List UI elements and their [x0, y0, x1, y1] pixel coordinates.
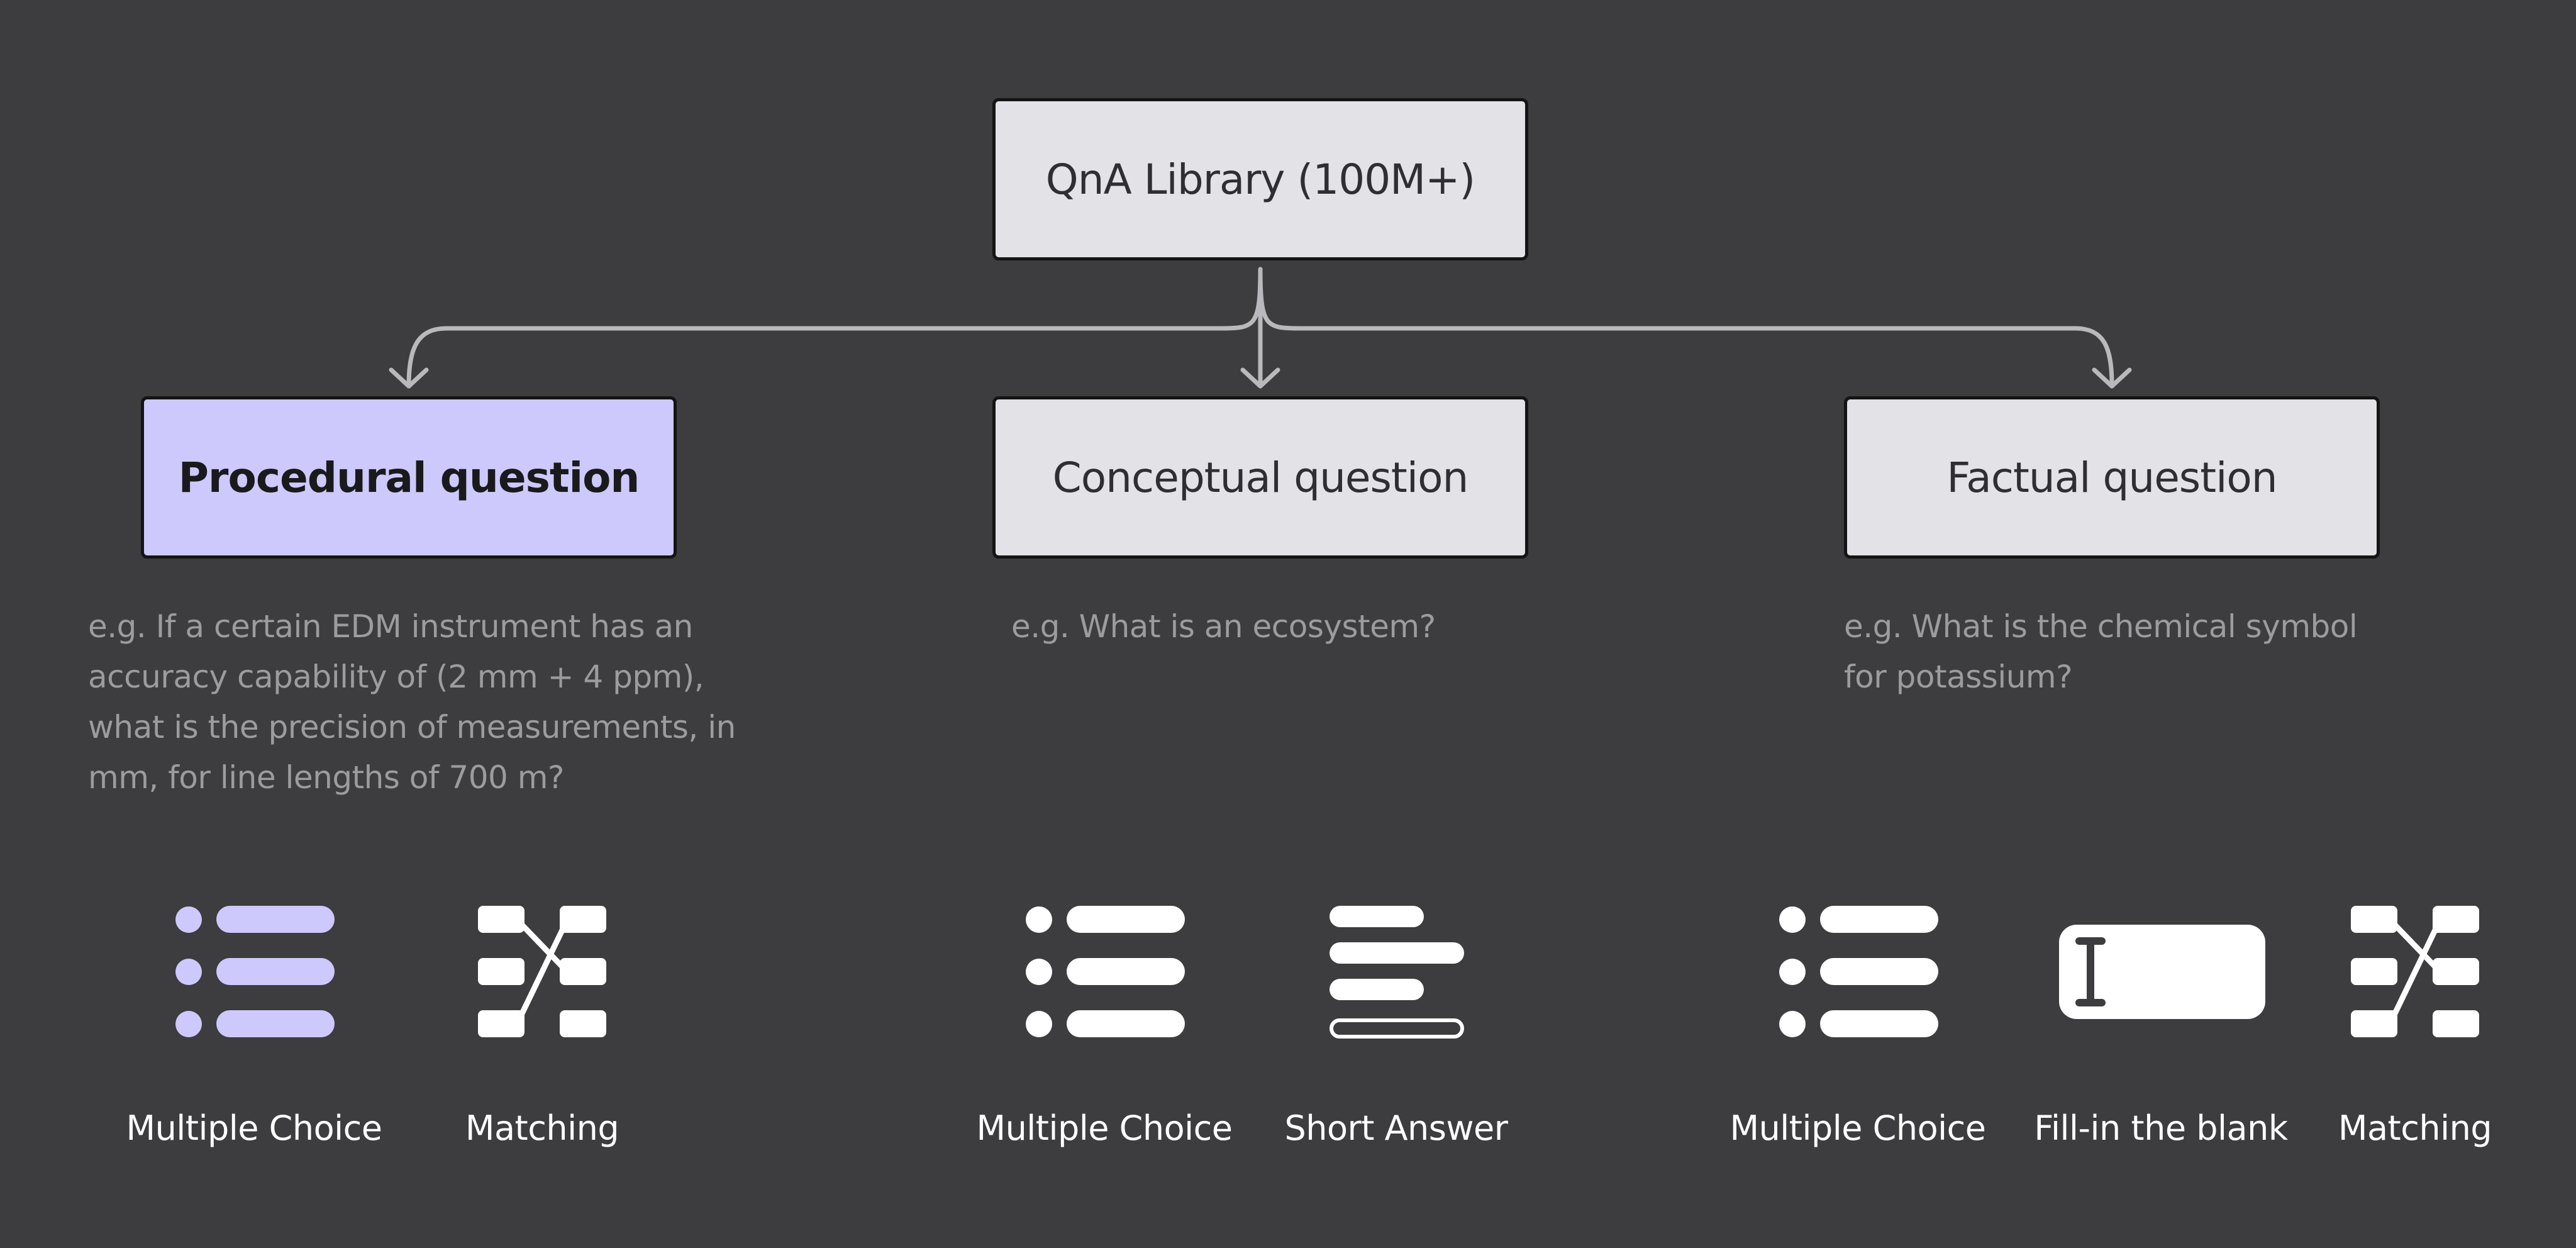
connector-to-factual — [1258, 267, 2114, 387]
category-node-procedural: Procedural question — [141, 396, 677, 559]
matching-icon — [478, 906, 606, 1037]
arrowhead-procedural — [389, 367, 429, 389]
matching-icon — [2351, 906, 2479, 1037]
example-conceptual: e.g. What is an ecosystem? — [1011, 608, 1436, 645]
type-label-matching: Matching — [2338, 1108, 2492, 1148]
type-label-multiple-choice: Multiple Choice — [126, 1108, 382, 1148]
multiple-choice-list-icon — [1779, 906, 1938, 1037]
type-label-short-answer: Short Answer — [1284, 1108, 1508, 1148]
multiple-choice-list-icon — [175, 906, 335, 1037]
category-node-factual: Factual question — [1844, 396, 2380, 559]
connector-to-procedural — [406, 267, 1263, 387]
example-procedural: e.g. If a certain EDM instrument has an … — [88, 608, 736, 796]
root-node-qna-library: QnA Library (100M+) — [992, 98, 1528, 260]
category-node-conceptual: Conceptual question — [992, 396, 1528, 559]
example-factual: e.g. What is the chemical symbol for pot… — [1844, 608, 2358, 695]
type-label-matching: Matching — [465, 1108, 619, 1148]
multiple-choice-list-icon — [1026, 906, 1185, 1037]
arrowhead-factual — [2092, 367, 2132, 389]
type-label-multiple-choice: Multiple Choice — [1729, 1108, 1986, 1148]
type-label-multiple-choice: Multiple Choice — [976, 1108, 1233, 1148]
text-cursor-field-icon — [2059, 925, 2265, 1019]
short-answer-lines-icon — [1330, 906, 1464, 1039]
type-label-fill-in-the-blank: Fill-in the blank — [2034, 1108, 2288, 1148]
arrowhead-conceptual — [1240, 367, 1280, 389]
